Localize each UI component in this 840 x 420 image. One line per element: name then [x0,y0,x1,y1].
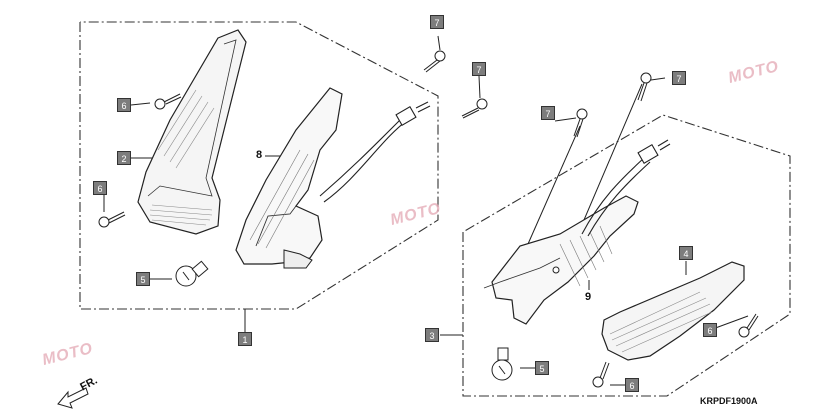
screw-7c [573,108,588,138]
wiring-left [319,101,431,203]
callout-7-a: 7 [430,15,444,29]
screw-6c [738,313,759,338]
label-9: 9 [585,291,592,303]
screw-7a [423,50,446,73]
screw-7b [461,98,488,119]
lens-cover-right [601,261,745,361]
bulb-left [175,260,209,287]
front-direction-arrow [57,387,89,409]
screw-6a [154,93,182,110]
bulb-right [491,347,513,381]
wiring-right [581,139,671,237]
callout-2: 2 [117,151,131,165]
turn-signal-body-right [483,195,639,325]
left-assembly-boundary [79,21,439,310]
screws [98,50,759,388]
lens-cover-left [137,29,247,235]
leader-lines [103,35,749,386]
callout-5-right: 5 [535,361,549,375]
callout-1: 1 [238,332,252,346]
callout-7-c: 7 [541,106,555,120]
callout-3: 3 [425,328,439,342]
screw-7d [637,72,652,102]
callout-7-d: 7 [672,71,686,85]
callout-6-upper-right: 6 [703,323,717,337]
callout-6-upper-left: 6 [117,98,131,112]
callout-5-left: 5 [136,272,150,286]
callout-6-lower-left: 6 [93,181,107,195]
diagram-code: KRPDF1900A [700,396,758,406]
assembly-boundaries [79,21,791,397]
turn-signal-body-left [235,87,343,269]
label-8: 8 [256,149,263,161]
callout-7-b: 7 [472,62,486,76]
screw-6b [98,211,126,228]
right-assembly-boundary [462,114,791,397]
screw-6d [592,361,610,388]
callout-4: 4 [679,246,693,260]
callout-6-lower-right: 6 [625,378,639,392]
